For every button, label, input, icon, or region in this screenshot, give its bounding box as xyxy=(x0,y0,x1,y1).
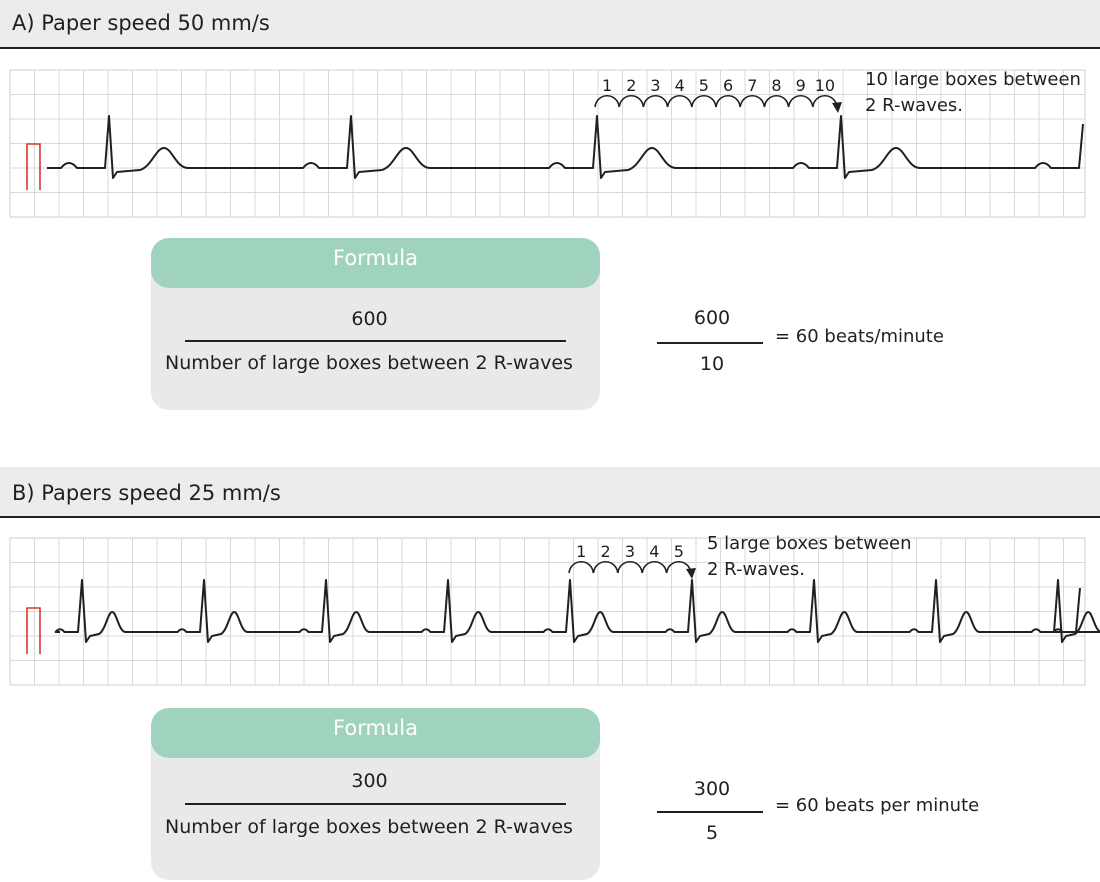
strip-b-count-arc-1 xyxy=(568,560,595,574)
strip-b-count-arc-2 xyxy=(592,560,619,574)
strip-b-box-number-4: 4 xyxy=(649,542,659,561)
strip-a-count-arc-3 xyxy=(642,94,669,108)
strip-a-box-number-6: 6 xyxy=(723,76,733,95)
formula-b-numerator: 300 xyxy=(351,770,388,792)
annotation-a-line2: 2 R-waves. xyxy=(865,95,964,116)
calculation-b-numerator: 300 xyxy=(693,778,731,800)
strip-a-calibration-pulse xyxy=(26,143,41,190)
formula-b-title: Formula xyxy=(151,708,600,758)
calculation-a-result: = 60 beats/minute xyxy=(775,326,944,347)
strip-b-ecg-trace xyxy=(54,579,1100,643)
strip-a-count-arrowhead xyxy=(832,102,842,113)
strip-a-count-arc-9 xyxy=(787,94,814,108)
strip-b-count-arc-3 xyxy=(617,560,643,574)
strip-b-box-number-1: 1 xyxy=(576,542,586,561)
calculation-a: 600 10 = 60 beats/minute xyxy=(657,307,1007,387)
calculation-b-fraction-line xyxy=(657,811,763,813)
section-b-title: B) Papers speed 25 mm/s xyxy=(12,481,281,505)
calculation-b-denominator: 5 xyxy=(705,822,719,844)
strip-b-box-number-3: 3 xyxy=(625,542,635,561)
calculation-a-fraction-line xyxy=(657,342,763,344)
annotation-b-line1: 5 large boxes between xyxy=(707,533,912,554)
section-b-header: B) Papers speed 25 mm/s xyxy=(0,467,1100,518)
strip-a-box-number-10: 10 xyxy=(815,76,835,95)
strip-a-box-number-8: 8 xyxy=(771,76,781,95)
strip-a-box-number-2: 2 xyxy=(626,76,636,95)
formula-a-denominator: Number of large boxes between 2 R-waves xyxy=(165,352,573,374)
calculation-a-numerator: 600 xyxy=(693,307,731,329)
formula-a-title: Formula xyxy=(151,238,600,288)
section-a-header: A) Paper speed 50 mm/s xyxy=(0,0,1100,49)
strip-a-box-number-1: 1 xyxy=(602,76,612,95)
strip-b-grid xyxy=(9,537,1085,686)
strip-b-count-arc-4 xyxy=(641,560,668,574)
formula-b-fraction-line xyxy=(185,803,566,805)
strip-a-box-number-5: 5 xyxy=(699,76,709,95)
formula-box-a: Formula 600 Number of large boxes betwee… xyxy=(151,238,600,410)
annotation-b: 5 large boxes between 2 R-waves. xyxy=(707,531,912,583)
strip-a-ecg-trace xyxy=(47,115,1084,179)
strip-b-count-arrowhead xyxy=(686,568,696,579)
annotation-b-line2: 2 R-waves. xyxy=(707,559,806,580)
strip-a-count-arc-6 xyxy=(715,94,741,108)
formula-b-denominator: Number of large boxes between 2 R-waves xyxy=(165,816,573,838)
strip-a-count-arc-8 xyxy=(763,94,790,108)
strip-b-box-number-5: 5 xyxy=(674,542,684,561)
annotation-a-line1: 10 large boxes between xyxy=(865,69,1081,90)
strip-a-box-number-3: 3 xyxy=(650,76,660,95)
strip-b-calibration-pulse xyxy=(26,607,41,654)
formula-box-b: Formula 300 Number of large boxes betwee… xyxy=(151,708,600,880)
strip-a-box-number-9: 9 xyxy=(796,76,806,95)
strip-a-box-number-7: 7 xyxy=(747,76,757,95)
calculation-b: 300 5 = 60 beats per minute xyxy=(657,776,1007,856)
strip-a-count-arc-7 xyxy=(739,94,766,108)
strip-b-grid-border xyxy=(9,537,1086,686)
strip-a-count-arc-2 xyxy=(618,94,645,108)
calculation-b-result: = 60 beats per minute xyxy=(775,795,980,816)
strip-b-count-arc-5 xyxy=(665,560,692,574)
annotation-a: 10 large boxes between 2 R-waves. xyxy=(865,67,1081,119)
calculation-a-denominator: 10 xyxy=(699,353,725,375)
strip-a-box-number-4: 4 xyxy=(675,76,685,95)
strip-a-count-arc-1 xyxy=(594,94,620,108)
strip-a-count-arc-5 xyxy=(691,94,717,108)
formula-a-fraction-line xyxy=(185,340,566,342)
section-a-title: A) Paper speed 50 mm/s xyxy=(12,11,270,35)
strip-a-count-arc-4 xyxy=(666,94,693,108)
strip-b-box-number-2: 2 xyxy=(601,542,611,561)
strip-a-grid-border xyxy=(9,69,1086,218)
strip-a-count-arc-10 xyxy=(812,94,838,108)
formula-a-numerator: 600 xyxy=(351,308,388,330)
